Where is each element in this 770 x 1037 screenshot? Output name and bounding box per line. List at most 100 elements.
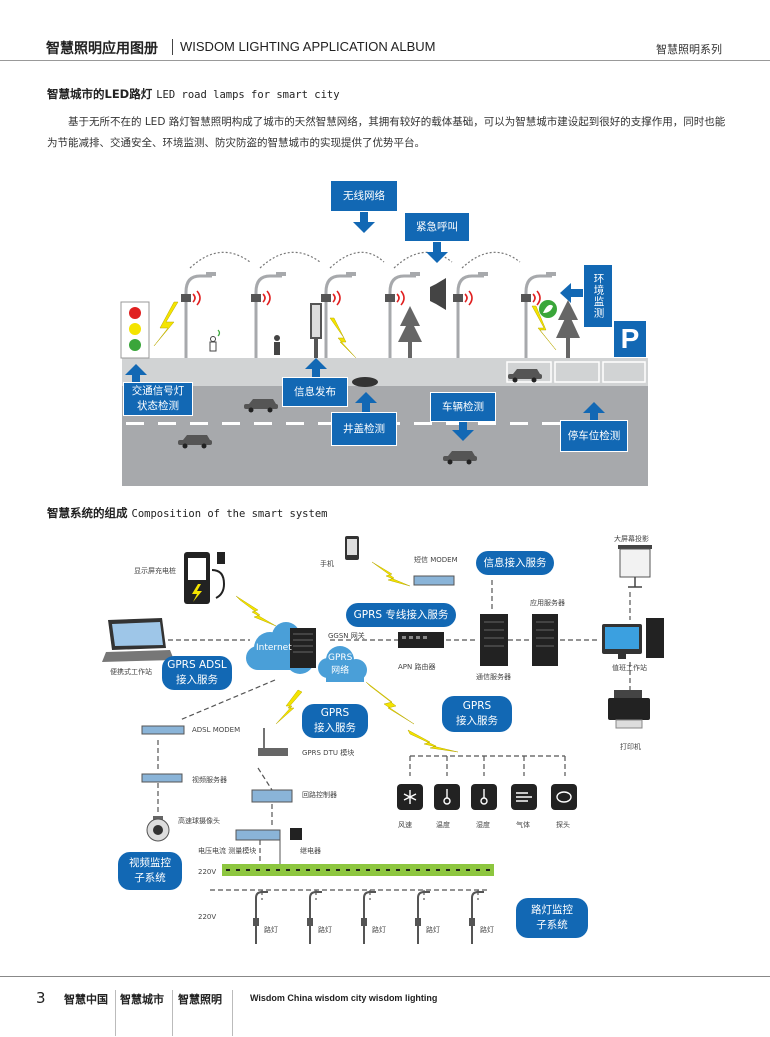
caption-ggsn: GGSN 网关 — [328, 632, 365, 640]
pill-gprs-adsl: GPRS ADSL 接入服务 — [162, 656, 232, 690]
header-series: 智慧照明系列 — [656, 43, 722, 56]
pill-gprs-adsl-line1: GPRS ADSL — [167, 659, 227, 671]
arrow-emergency-stem — [433, 242, 441, 252]
pill-gprs-adsl-line2: 接入服务 — [176, 674, 218, 686]
pill-video-subsystem-line1: 视频监控 — [129, 857, 171, 869]
gprs-network-label-line1: GPRS — [328, 653, 353, 663]
pill-lamp-subsystem-line1: 路灯监控 — [531, 904, 573, 916]
arrow-manhole-stem — [362, 402, 370, 413]
arrow-vehicle-icon — [452, 430, 474, 441]
caption-sms-modem: 短信 MODEM — [414, 556, 458, 564]
pill-sms-service: 信息接入服务 — [476, 551, 554, 575]
section2-title-cn: 智慧系统的组成 — [47, 506, 128, 520]
arrow-environment-icon — [560, 283, 571, 303]
street-scene-svg — [120, 251, 648, 486]
arrow-wireless-stem — [360, 212, 368, 222]
label-parking: 停车位检测 — [560, 420, 628, 452]
footer-divider — [232, 990, 233, 1036]
header-title-cn: 智慧照明应用图册 — [46, 41, 158, 57]
arrow-parking-icon — [583, 402, 605, 413]
caption-duty-station: 值班工作站 — [612, 664, 647, 672]
caption-laptop: 便携式工作站 — [110, 668, 152, 676]
arrow-traffic-stem — [132, 374, 140, 383]
caption-video-server: 视频服务器 — [192, 776, 227, 784]
lamp-label: 路灯 — [318, 926, 332, 934]
caption-220v-b: 220V — [198, 913, 217, 921]
caption-printer: 打印机 — [620, 743, 641, 751]
pill-video-subsystem-line2: 子系统 — [134, 872, 166, 884]
system-diagram-svg — [102, 536, 664, 944]
header-rule — [0, 60, 770, 61]
section2-title-en: Composition of the smart system — [131, 508, 328, 520]
caption-charging-pile: 显示屏充电桩 — [134, 567, 176, 575]
arrow-emergency-icon — [426, 252, 448, 263]
sensor-label: 风速 — [398, 821, 412, 829]
lamp-label: 路灯 — [372, 926, 386, 934]
pill-video-subsystem: 视频监控 子系统 — [118, 852, 182, 890]
sensor-label: 湿度 — [476, 821, 490, 829]
caption-app-server: 应用服务器 — [530, 599, 565, 607]
internet-cloud-label: Internet — [256, 643, 292, 653]
caption-phone: 手机 — [320, 560, 334, 568]
caption-comm-server: 通信服务器 — [476, 673, 511, 681]
pill-gprs-access-a-line2: 接入服务 — [314, 722, 356, 734]
label-environment: 环境监测 — [583, 264, 613, 328]
arrow-parking-stem — [590, 412, 598, 421]
lamp-label: 路灯 — [264, 926, 278, 934]
section1-paragraph: 基于无所不在的 LED 路灯智慧照明构成了城市的天然智慧网络，其拥有较好的载体基… — [47, 116, 726, 149]
pill-gprs-access-a-line1: GPRS — [320, 707, 350, 719]
caption-dtu: GPRS DTU 模块 — [302, 749, 355, 757]
label-info-publish: 信息发布 — [282, 377, 348, 407]
pill-gprs-access-b-line2: 接入服务 — [456, 715, 498, 727]
label-traffic-light-line1: 交通信号灯 — [131, 385, 185, 397]
pill-lamp-subsystem: 路灯监控 子系统 — [516, 898, 588, 938]
footer-cn-1: 智慧中国 — [64, 993, 108, 1006]
gprs-network-label-line2: 网络 — [331, 666, 350, 676]
caption-dome-camera: 高速球摄像头 — [178, 817, 220, 825]
section1-title-cn: 智慧城市的LED路灯 — [47, 87, 153, 101]
lamp-label: 路灯 — [480, 926, 494, 934]
caption-adsl-modem: ADSL MODEM — [192, 726, 241, 734]
pill-gprs-access-b-line1: GPRS — [462, 700, 492, 712]
arrow-info-stem — [312, 368, 320, 378]
caption-relay: 继电器 — [300, 847, 321, 855]
pill-lamp-subsystem-line2: 子系统 — [536, 919, 568, 931]
lamp-label: 路灯 — [426, 926, 440, 934]
label-vehicle: 车辆检测 — [430, 392, 496, 422]
label-manhole: 井盖检测 — [331, 412, 397, 446]
footer-divider — [172, 990, 173, 1036]
arrow-wireless-icon — [353, 222, 375, 233]
sensor-label: 探头 — [556, 821, 570, 829]
footer-cn-3: 智慧照明 — [178, 993, 222, 1006]
sensor-label: 气体 — [516, 821, 530, 829]
label-traffic-light: 交通信号灯 状态检测 — [123, 382, 193, 416]
pill-gprs-access-a: GPRS 接入服务 — [302, 704, 368, 738]
caption-projector: 大屏幕投影 — [614, 535, 649, 543]
caption-apn-router: APN 路由器 — [398, 663, 436, 671]
caption-220v-a: 220V — [198, 868, 217, 876]
header-title-en: WISDOM LIGHTING APPLICATION ALBUM — [180, 39, 436, 54]
footer-divider — [115, 990, 116, 1036]
arrow-traffic-icon — [125, 364, 147, 375]
arrow-environment-stem — [570, 289, 583, 297]
label-emergency: 紧急呼叫 — [404, 212, 470, 242]
caption-measure-module: 电压电流 测量模块 — [198, 847, 257, 855]
page-number: 3 — [36, 989, 46, 1007]
pill-gprs-line-service: GPRS 专线接入服务 — [346, 603, 456, 627]
header-divider — [172, 39, 173, 55]
footer-en: Wisdom China wisdom city wisdom lighting — [250, 993, 438, 1003]
pill-gprs-access-b: GPRS 接入服务 — [442, 696, 512, 732]
arrow-info-icon — [305, 358, 327, 369]
parking-sign-icon: P — [613, 320, 647, 358]
arrow-manhole-icon — [355, 392, 377, 403]
label-traffic-light-line2: 状态检测 — [137, 400, 179, 412]
gprs-network-label: GPRS 网络 — [328, 652, 352, 678]
sensor-label: 温度 — [436, 821, 450, 829]
footer-cn-2: 智慧城市 — [120, 993, 164, 1006]
footer-rule — [0, 976, 770, 977]
label-wireless: 无线网络 — [330, 180, 398, 212]
arrow-vehicle-stem — [459, 422, 467, 430]
caption-loop-controller: 回路控制器 — [302, 791, 337, 799]
